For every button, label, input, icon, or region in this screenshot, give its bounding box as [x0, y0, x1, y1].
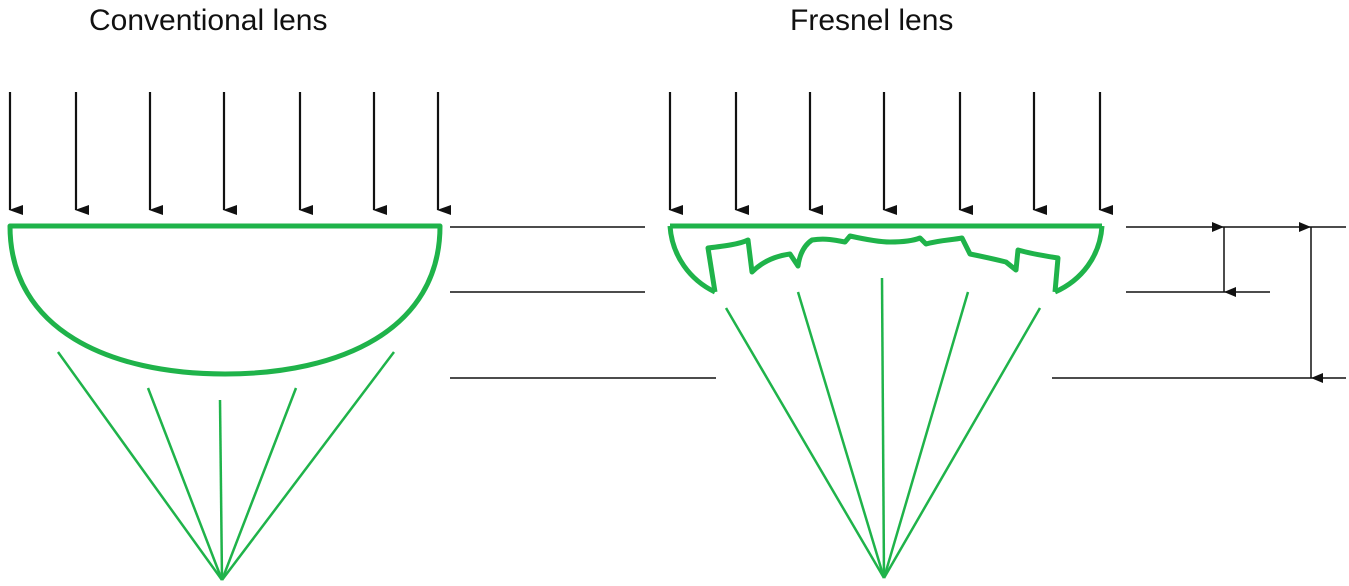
focused-rays-fresnel	[724, 277, 1042, 579]
focused-rays-conventional	[56, 351, 395, 581]
conventional-lens-title: Conventional lens	[89, 4, 328, 37]
thickness-guides-middle	[450, 226, 716, 379]
focused-ray	[218, 399, 224, 581]
incoming-rays-conventional	[8, 92, 451, 215]
focused-ray	[880, 277, 886, 579]
focused-ray	[220, 387, 298, 581]
fresnel-lens-title: Fresnel lens	[790, 4, 954, 37]
focused-ray	[882, 307, 1042, 579]
fresnel-left-edge	[667, 225, 717, 295]
focused-ray	[796, 291, 886, 579]
fresnel-right-edge	[1053, 225, 1105, 295]
focused-ray	[882, 291, 970, 579]
focused-ray	[56, 351, 224, 581]
fresnel-lens-shape	[667, 223, 1105, 295]
fresnel-grooves	[705, 233, 1061, 293]
conventional-lens-shape	[7, 223, 443, 377]
focused-ray	[724, 307, 886, 579]
focused-ray	[146, 387, 224, 581]
dimension-arrows	[1212, 222, 1323, 383]
incoming-rays-fresnel	[668, 92, 1113, 215]
focused-ray	[221, 351, 395, 581]
